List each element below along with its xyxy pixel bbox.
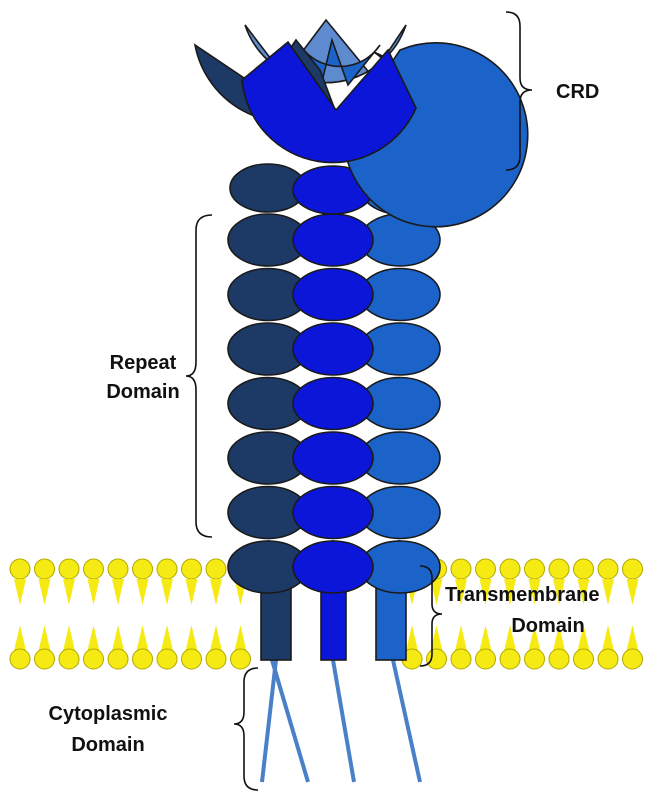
lipid-head-outer — [598, 559, 618, 579]
lipid-head-inner — [574, 649, 594, 669]
repeat-brace — [186, 215, 212, 537]
lipid-head-inner — [35, 649, 55, 669]
lipid-head-inner — [182, 649, 202, 669]
repeat-domain-label-line1: Repeat — [110, 352, 177, 374]
cytoplasmic-label-line1: Cytoplasmic — [49, 703, 168, 725]
lipid-head-inner — [133, 649, 153, 669]
lipid-tail-inner — [627, 625, 639, 651]
lipid-tail-inner — [186, 625, 198, 651]
lipid-head-inner — [206, 649, 226, 669]
lipid-tail-outer — [63, 579, 75, 605]
lipid-head-outer — [10, 559, 30, 579]
lipid-head-outer — [574, 559, 594, 579]
cytoplasmic-tail-1 — [262, 660, 276, 782]
lipid-tail-outer — [137, 579, 149, 605]
lipid-head-outer — [84, 559, 104, 579]
repeat-unit-mid — [293, 323, 373, 375]
lipid-head-outer — [108, 559, 128, 579]
lipid-tail-outer — [112, 579, 124, 605]
lipid-head-inner — [623, 649, 643, 669]
cytoplasmic-tail-4 — [393, 660, 420, 782]
lipid-head-outer — [133, 559, 153, 579]
lipid-head-outer — [500, 559, 520, 579]
lipid-tail-outer — [39, 579, 51, 605]
lipid-head-inner — [427, 649, 447, 669]
lipid-tail-outer — [161, 579, 173, 605]
lipid-head-outer — [451, 559, 471, 579]
repeat-unit-mid — [293, 541, 373, 593]
lipid-tail-outer — [186, 579, 198, 605]
lipid-tail-inner — [88, 625, 100, 651]
repeat-domain — [228, 164, 440, 593]
lipid-head-outer — [35, 559, 55, 579]
repeat-unit-mid — [293, 269, 373, 321]
lipid-head-outer — [525, 559, 545, 579]
lipid-head-outer — [59, 559, 79, 579]
lipid-head-outer — [182, 559, 202, 579]
lipid-tail-inner — [39, 625, 51, 651]
lipid-tail-inner — [161, 625, 173, 651]
lipid-head-inner — [108, 649, 128, 669]
lipid-tail-inner — [406, 625, 418, 651]
transmembrane-label-line1: Transmembrane — [445, 584, 600, 606]
lipid-head-inner — [500, 649, 520, 669]
lipid-head-inner — [598, 649, 618, 669]
repeat-unit-mid — [293, 214, 373, 266]
lipid-head-outer — [157, 559, 177, 579]
cytoplasmic-tail-3 — [333, 660, 354, 782]
lipid-head-inner — [59, 649, 79, 669]
cytoplasmic-brace — [234, 668, 258, 790]
lipid-tail-inner — [602, 625, 614, 651]
repeat-unit-mid — [293, 487, 373, 539]
repeat-domain-label-line2: Domain — [106, 381, 179, 403]
lipid-head-inner — [525, 649, 545, 669]
lipid-tail-inner — [63, 625, 75, 651]
cytoplasmic-label-line2: Domain — [71, 734, 144, 756]
lipid-head-outer — [549, 559, 569, 579]
lipid-head-inner — [157, 649, 177, 669]
lipid-head-inner — [451, 649, 471, 669]
lipid-head-outer — [623, 559, 643, 579]
lipid-tail-inner — [455, 625, 467, 651]
lipid-head-outer — [206, 559, 226, 579]
lipid-head-inner — [549, 649, 569, 669]
lipid-tail-outer — [602, 579, 614, 605]
crd-label: CRD — [556, 81, 599, 103]
lipid-head-inner — [476, 649, 496, 669]
lipid-tail-inner — [112, 625, 124, 651]
lipid-head-inner — [231, 649, 251, 669]
cytoplasmic-tails — [262, 660, 420, 782]
lipid-head-outer — [476, 559, 496, 579]
cytoplasmic-tail-2 — [272, 660, 308, 782]
lipid-head-inner — [84, 649, 104, 669]
repeat-unit-mid — [293, 432, 373, 484]
lipid-tail-inner — [137, 625, 149, 651]
transmembrane-label-line2: Domain — [511, 615, 584, 637]
lipid-tail-inner — [14, 625, 26, 651]
lipid-tail-inner — [480, 625, 492, 651]
lipid-tail-outer — [627, 579, 639, 605]
lipid-head-inner — [10, 649, 30, 669]
lipid-tail-outer — [88, 579, 100, 605]
repeat-unit-mid — [293, 378, 373, 430]
lipid-tail-inner — [235, 625, 247, 651]
lipid-tail-outer — [210, 579, 222, 605]
lipid-tail-outer — [14, 579, 26, 605]
lipid-tail-inner — [210, 625, 222, 651]
